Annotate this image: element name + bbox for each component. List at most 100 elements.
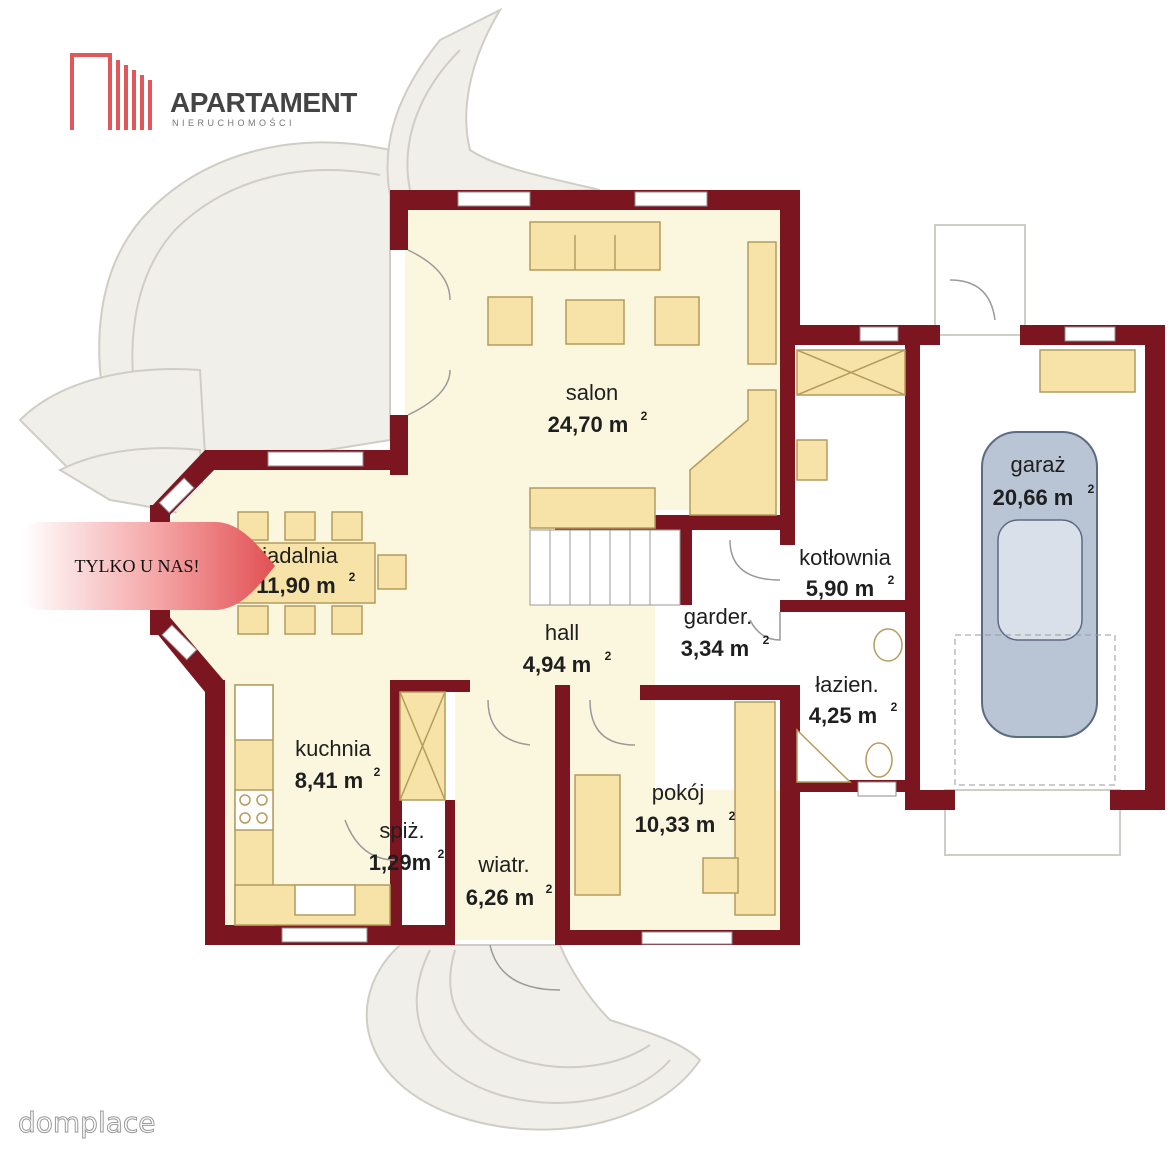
fireplace	[689, 389, 777, 516]
svg-text:11,90 m: 11,90 m	[256, 573, 336, 598]
svg-text:1,29m: 1,29m	[369, 850, 431, 875]
window-garage	[1064, 326, 1116, 342]
desk-pokoj	[702, 857, 739, 894]
wall-garage-bottom-r	[1110, 790, 1165, 810]
shower	[796, 728, 852, 783]
window-dining-top	[267, 451, 364, 467]
apartament-logo[interactable]: APARTAMENT NIERUCHOMOŚCI	[70, 53, 358, 130]
svg-text:2: 2	[546, 882, 553, 896]
svg-text:2: 2	[763, 633, 770, 647]
svg-text:hall: hall	[545, 620, 579, 645]
garage-canopy	[934, 224, 1026, 336]
svg-text:2: 2	[641, 409, 648, 423]
wall-stairs-right	[680, 515, 692, 605]
svg-text:kuchnia: kuchnia	[295, 736, 372, 761]
svg-text:3,34 m: 3,34 m	[681, 636, 750, 661]
boiler	[796, 439, 828, 481]
logo-name: APARTAMENT	[170, 87, 357, 118]
badge-text: TYLKO U NAS!	[75, 556, 200, 576]
label-kotlownia: kotłownia 5,90 m 2	[799, 545, 895, 601]
label-hall: hall 4,94 m 2	[523, 620, 612, 677]
svg-text:2: 2	[349, 570, 356, 584]
washbasin	[873, 628, 903, 662]
domplace-watermark: domplace	[18, 1106, 156, 1139]
svg-text:salon: salon	[566, 380, 619, 405]
exclusive-badge[interactable]: TYLKO U NAS!	[22, 522, 275, 610]
svg-text:2: 2	[891, 700, 898, 714]
label-kuchnia: kuchnia 8,41 m 2	[295, 736, 381, 793]
bottom-terrace-arc	[415, 949, 671, 1104]
window-pokoj	[641, 931, 733, 945]
fridge	[234, 684, 274, 741]
svg-text:wiatr.: wiatr.	[477, 852, 529, 877]
window-lazien	[857, 781, 897, 797]
label-garder: garder. 3,34 m 2	[681, 604, 770, 661]
label-spiz: spiż. 1,29m 2	[369, 818, 445, 875]
wall-kotl-left	[780, 325, 795, 545]
bottom-terrace-arc2	[449, 949, 651, 1069]
wall-util-top	[780, 325, 920, 345]
label-jadalnia: jadalnia 11,90 m 2	[256, 543, 355, 598]
svg-text:6,26 m: 6,26 m	[466, 885, 535, 910]
svg-text:garaż: garaż	[1010, 452, 1065, 477]
wardrobe-pokoj	[734, 701, 776, 916]
left-terrace-inner	[131, 169, 381, 426]
svg-text:4,94 m: 4,94 m	[523, 652, 592, 677]
top-terrace	[386, 7, 601, 197]
wall-garage-left	[905, 325, 920, 810]
wall-kotl-bottom	[780, 600, 920, 612]
wall-pokoj-right	[780, 685, 800, 945]
window-util	[859, 326, 899, 342]
wall-salon-top	[390, 190, 800, 210]
wall-pantry-right	[445, 800, 455, 945]
svg-text:2: 2	[888, 573, 895, 587]
wall-salon-left-top	[390, 190, 408, 250]
svg-text:4,25 m: 4,25 m	[809, 703, 878, 728]
garage-apron	[944, 789, 1121, 856]
window-kitchen	[281, 927, 368, 943]
svg-text:2: 2	[438, 847, 445, 861]
svg-text:kotłownia: kotłownia	[799, 545, 891, 570]
terraces	[18, 7, 1121, 1131]
armchair-right	[654, 296, 700, 346]
svg-text:pokój: pokój	[652, 780, 705, 805]
label-lazien: łazien. 4,25 m 2	[809, 672, 898, 728]
sink	[294, 884, 356, 916]
stair-landing	[529, 487, 656, 529]
label-garaz: garaż 20,66 m 2	[993, 452, 1095, 510]
svg-text:2: 2	[1088, 482, 1095, 496]
svg-text:24,70 m: 24,70 m	[548, 412, 629, 437]
window-dining-diag	[158, 477, 195, 514]
badge-shape	[22, 522, 275, 610]
svg-text:garder.: garder.	[684, 604, 753, 629]
stairs	[529, 529, 681, 606]
logo-subtitle: NIERUCHOMOŚCI	[172, 117, 295, 128]
wall-kitchen-top	[390, 680, 470, 692]
windows	[158, 191, 1116, 945]
sofa-pokoj	[574, 774, 621, 896]
coffee-table	[565, 299, 625, 345]
wall-pokoj-left	[555, 685, 570, 945]
room-labels: salon 24,70 m 2 jadalnia 11,90 m 2 hall …	[256, 380, 1094, 910]
wall-pokoj-top	[640, 685, 790, 700]
shelf-salon	[747, 241, 777, 365]
wall-garage-right	[1145, 325, 1165, 810]
svg-text:10,33 m: 10,33 m	[635, 812, 716, 837]
wall-kitchen-right	[390, 685, 402, 925]
svg-text:2: 2	[374, 765, 381, 779]
armchair-left	[487, 296, 533, 346]
toilet	[865, 742, 893, 778]
stove	[234, 789, 274, 831]
label-salon: salon 24,70 m 2	[548, 380, 648, 437]
window-salon-1	[457, 191, 531, 207]
svg-text:2: 2	[729, 809, 736, 823]
svg-text:jadalnia: jadalnia	[261, 543, 339, 568]
doors	[344, 249, 996, 991]
svg-text:5,90 m: 5,90 m	[806, 576, 875, 601]
furniture	[234, 221, 1136, 926]
svg-text:20,66 m: 20,66 m	[993, 485, 1074, 510]
window-dining-diag2	[161, 624, 198, 661]
top-terrace-arc	[406, 49, 461, 191]
svg-text:spiż.: spiż.	[379, 818, 424, 843]
